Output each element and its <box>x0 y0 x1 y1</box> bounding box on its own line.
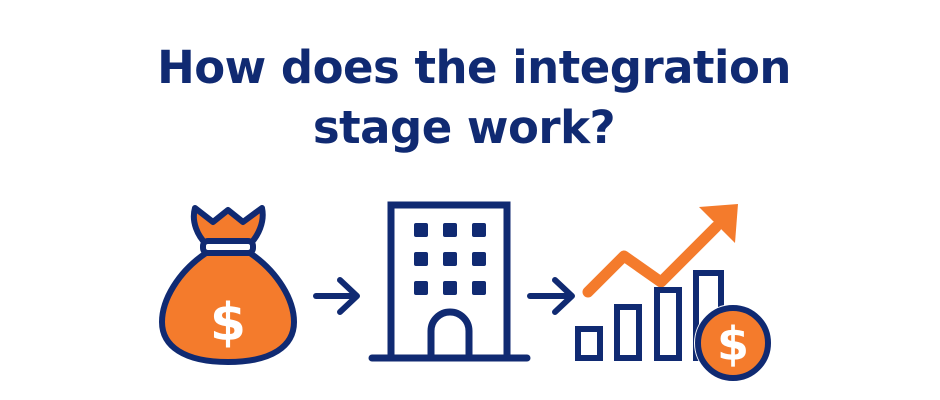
money-bag-dollar-symbol: $ <box>210 293 246 353</box>
money-bag-icon: $ <box>159 205 297 365</box>
arrow-right-icon <box>527 277 575 315</box>
growth-chart-coin-icon: $ <box>575 204 772 382</box>
coin-dollar-symbol: $ <box>717 317 749 371</box>
page-title-line-1: How does the integration <box>157 41 791 94</box>
integration-flow-diagram: $ <box>0 185 940 385</box>
page-title-line-2: stage work? <box>312 101 616 154</box>
arrow-right-icon <box>313 277 360 315</box>
office-building-icon <box>368 201 531 362</box>
